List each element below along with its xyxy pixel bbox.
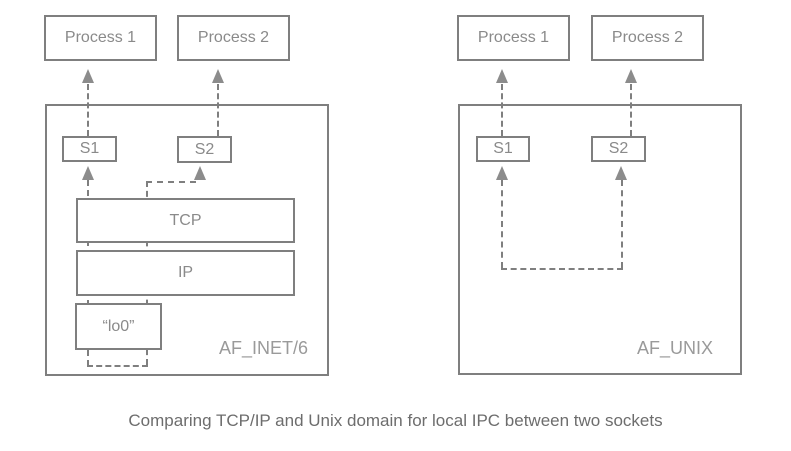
figure-caption: Comparing TCP/IP and Unix domain for loc… [128,411,663,430]
inet-line-s2-process2 [217,84,219,136]
inet-arrow-into-s1-icon [82,166,94,180]
unix-line-s1-down [501,180,503,268]
unix-line-s1-process1 [501,84,503,136]
inet-arrow-to-process1-icon [82,69,94,83]
inet-domain-label: AF_INET/6 [219,338,309,358]
inet-socket2-box: S2 [177,136,232,163]
unix-domain-container [458,104,742,375]
unix-line-bottom-horizontal [501,268,623,270]
inet-process2-box: Process 2 [177,15,290,61]
unix-arrow-into-s2-icon [615,166,627,180]
unix-line-s2-down [621,180,623,268]
inet-ip-layer-box: IP [76,250,295,296]
inet-domain-container [45,104,329,376]
unix-socket2-box: S2 [591,136,646,162]
unix-line-s2-process2 [630,84,632,136]
inet-arrow-into-s2-icon [194,166,206,180]
inet-process1-box: Process 1 [44,15,157,61]
unix-domain-label: AF_UNIX [637,338,714,358]
inet-arrow-to-process2-icon [212,69,224,83]
unix-arrow-to-process1-icon [496,69,508,83]
unix-socket1-box: S1 [476,136,530,162]
inet-line-top-horizontal [146,181,196,183]
inet-socket1-box: S1 [62,136,117,162]
unix-arrow-into-s1-icon [496,166,508,180]
inet-line-s1-process1 [87,84,89,136]
unix-arrow-to-process2-icon [625,69,637,83]
inet-tcp-layer-box: TCP [76,198,295,243]
inet-loopback-box: “lo0” [75,303,162,350]
unix-process2-box: Process 2 [591,15,704,61]
inet-line-bottom-horizontal [87,365,148,367]
unix-process1-box: Process 1 [457,15,570,61]
